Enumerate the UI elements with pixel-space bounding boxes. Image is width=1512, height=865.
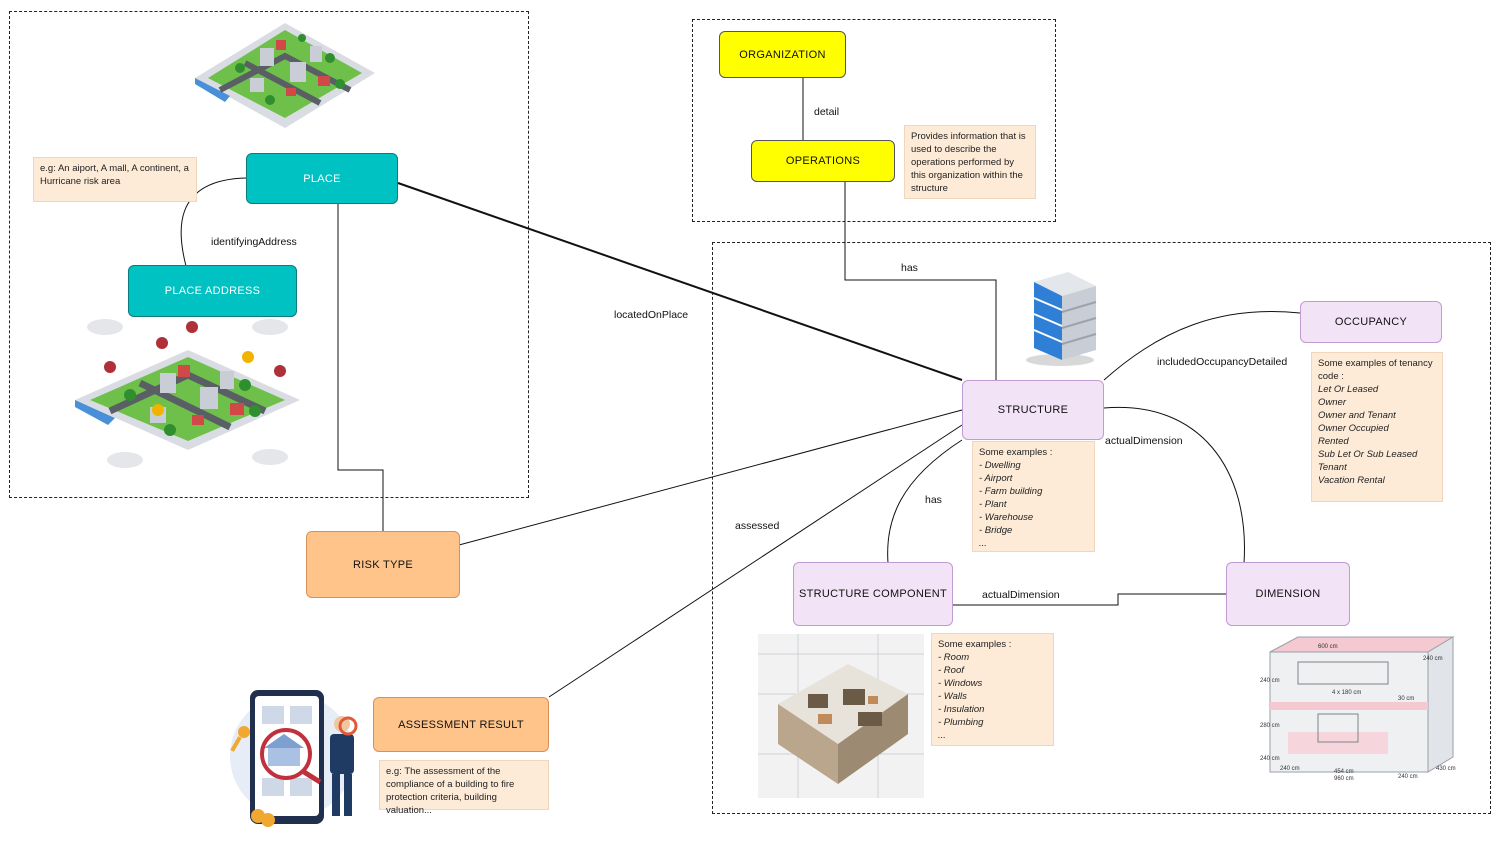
city-pins-illustration	[75, 319, 300, 468]
occupancy-example: Owner and Tenant	[1318, 410, 1396, 421]
component-example: - Roof	[938, 665, 964, 676]
edge-label-identifying-address: identifyingAddress	[211, 236, 297, 248]
dimension-text: 240 cm	[1280, 766, 1300, 772]
dimension-text: 454 cm	[1334, 769, 1354, 775]
place-node[interactable]: PLACE	[246, 153, 398, 204]
structure-examples-heading: Some examples :	[979, 447, 1053, 458]
structure-example: - Farm building	[979, 486, 1043, 497]
edge-label-assessed: assessed	[735, 520, 780, 532]
component-example: - Insulation	[938, 704, 985, 715]
house-cutaway-illustration	[758, 634, 924, 798]
dimension-text: 960 cm	[1334, 776, 1354, 782]
edge-label-included-occupancy: includedOccupancyDetailed	[1157, 356, 1288, 368]
component-example: - Walls	[938, 691, 967, 702]
occupancy-example: Owner Occupied	[1318, 423, 1389, 434]
component-examples-note: Some examples : - Room - Roof - Windows …	[931, 633, 1054, 746]
place-address-node[interactable]: PLACE ADDRESS	[128, 265, 297, 317]
assessment-result-node[interactable]: ASSESSMENT RESULT	[373, 697, 549, 752]
edge-assessment-structure	[548, 424, 963, 698]
structure-group	[712, 242, 1491, 814]
organization-node[interactable]: ORGANIZATION	[719, 31, 846, 78]
occupancy-node[interactable]: OCCUPANCY	[1300, 301, 1442, 343]
place-note: e.g: An aiport, A mall, A continent, a H…	[33, 157, 197, 202]
edge-label-actual-dimension-2: actualDimension	[982, 589, 1060, 601]
office-building-icon	[1026, 272, 1097, 366]
edge-place-address	[180, 177, 247, 267]
assessment-note: e.g: The assessment of the compliance of…	[379, 760, 549, 816]
component-example: - Room	[938, 652, 970, 663]
structure-examples-note: Some examples : - Dwelling - Airport - F…	[972, 441, 1095, 552]
structure-example: - Airport	[979, 473, 1013, 484]
occupancy-example: Sub Let Or Sub Leased	[1318, 449, 1418, 460]
dimension-text: 30 cm	[1398, 696, 1414, 702]
edge-component-dimension	[953, 593, 1226, 606]
edge-place-risk	[337, 203, 384, 531]
component-example: - Plumbing	[938, 717, 984, 728]
occupancy-example: Let Or Leased	[1318, 384, 1379, 395]
edge-label-detail: detail	[814, 106, 840, 118]
component-examples-heading: Some examples :	[938, 639, 1012, 650]
component-example: - Windows	[938, 678, 983, 689]
edge-operations-structure	[844, 182, 997, 380]
dimension-text: 4 x 180 cm	[1332, 690, 1361, 696]
edge-located-on-place	[397, 182, 963, 381]
place-group	[9, 11, 529, 498]
edge-label-located-on-place: locatedOnPlace	[614, 309, 689, 321]
dimension-text: 240 cm	[1260, 756, 1280, 762]
occupancy-example: Vacation Rental	[1318, 475, 1385, 486]
occupancy-examples-heading: Some examples of tenancy code :	[1318, 358, 1433, 382]
dimension-text: 600 cm	[1318, 644, 1338, 650]
occupancy-example: Tenant	[1318, 462, 1347, 473]
structure-example: - Warehouse	[979, 512, 1034, 523]
dimension-text: 240 cm	[1398, 774, 1418, 780]
dimension-text: 430 cm	[1436, 766, 1456, 772]
structure-example: - Bridge	[979, 525, 1013, 536]
edge-label-actual-dimension: actualDimension	[1105, 435, 1183, 447]
dimension-text: 240 cm	[1260, 678, 1280, 684]
structure-example: - Plant	[979, 499, 1007, 510]
structure-example: - Dwelling	[979, 460, 1021, 471]
dimension-text: 240 cm	[1423, 656, 1443, 662]
city-map-illustration	[195, 23, 375, 128]
structure-component-node[interactable]: STRUCTURE COMPONENT	[793, 562, 953, 626]
component-example: ...	[938, 730, 946, 741]
occupancy-example: Rented	[1318, 436, 1349, 447]
dimension-node[interactable]: DIMENSION	[1226, 562, 1350, 626]
edge-structure-component	[887, 439, 963, 564]
occupancy-examples-note: Some examples of tenancy code : Let Or L…	[1311, 352, 1443, 502]
edge-risk-structure	[458, 409, 963, 546]
edge-label-has: has	[901, 262, 918, 274]
edge-structure-dimension	[1103, 406, 1245, 564]
operations-node[interactable]: OPERATIONS	[751, 140, 895, 182]
dimension-drawing-illustration: 600 cm 240 cm 4 x 180 cm 30 cm 240 cm 28…	[1260, 636, 1456, 782]
assessment-illustration	[230, 690, 358, 827]
operations-note: Provides information that is used to des…	[904, 125, 1036, 199]
edge-label-has-component: has	[925, 494, 942, 506]
edge-occupancy	[1103, 311, 1301, 381]
structure-example: ...	[979, 538, 987, 549]
occupancy-example: Owner	[1318, 397, 1346, 408]
dimension-text: 280 cm	[1260, 723, 1280, 729]
organization-group	[692, 19, 1056, 222]
structure-node[interactable]: STRUCTURE	[962, 380, 1104, 440]
risk-type-node[interactable]: RISK TYPE	[306, 531, 460, 598]
